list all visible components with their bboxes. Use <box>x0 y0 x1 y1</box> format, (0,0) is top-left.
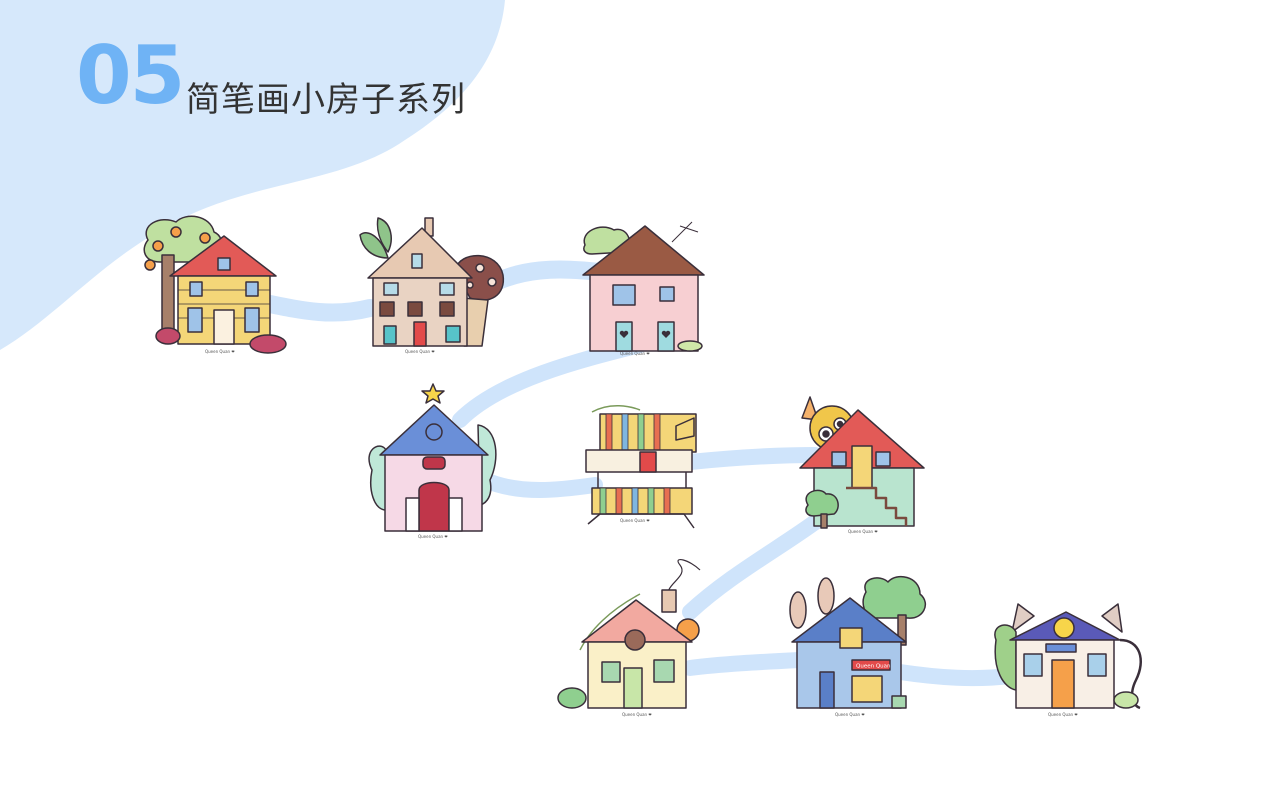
house-signature: Queen Quan ❤ <box>1048 712 1078 717</box>
shop-sign-text: Queen Quan <box>856 664 891 670</box>
section-number: 05 <box>76 29 185 122</box>
cat-face-cottage: Queen Quan ❤ <box>557 558 701 717</box>
house-signature: Queen Quan ❤ <box>418 534 448 539</box>
house-signature: Queen Quan ❤ <box>848 529 878 534</box>
striped-treehouse: Queen Quan ❤ <box>585 405 697 529</box>
pink-brown-roof-house: Queen Quan ❤ <box>582 221 705 356</box>
background-blob <box>0 0 505 350</box>
house-signature: Queen Quan ❤ <box>835 712 865 717</box>
page-title: 简笔画小房子系列 <box>186 80 466 120</box>
cat-ear-timber-house: Queen Quan ❤ <box>994 603 1142 717</box>
duck-roof-staircase-house: Queen Quan ❤ <box>799 396 925 534</box>
house-signature: Queen Quan ❤ <box>205 349 235 354</box>
house-signature: Queen Quan ❤ <box>622 712 652 717</box>
tan-timber-mushroom-house: Queen Quan ❤ <box>359 217 505 354</box>
house-signature: Queen Quan ❤ <box>620 518 650 523</box>
bunny-ear-blue-house: Queen Quan Queen Quan ❤ <box>789 575 926 717</box>
house-signature: Queen Quan ❤ <box>405 349 435 354</box>
yellow-orange-tree-house: Queen Quan ❤ <box>143 215 287 354</box>
house-signature: Queen Quan ❤ <box>620 351 650 356</box>
chapel-star-house: Queen Quan ❤ <box>368 383 497 539</box>
